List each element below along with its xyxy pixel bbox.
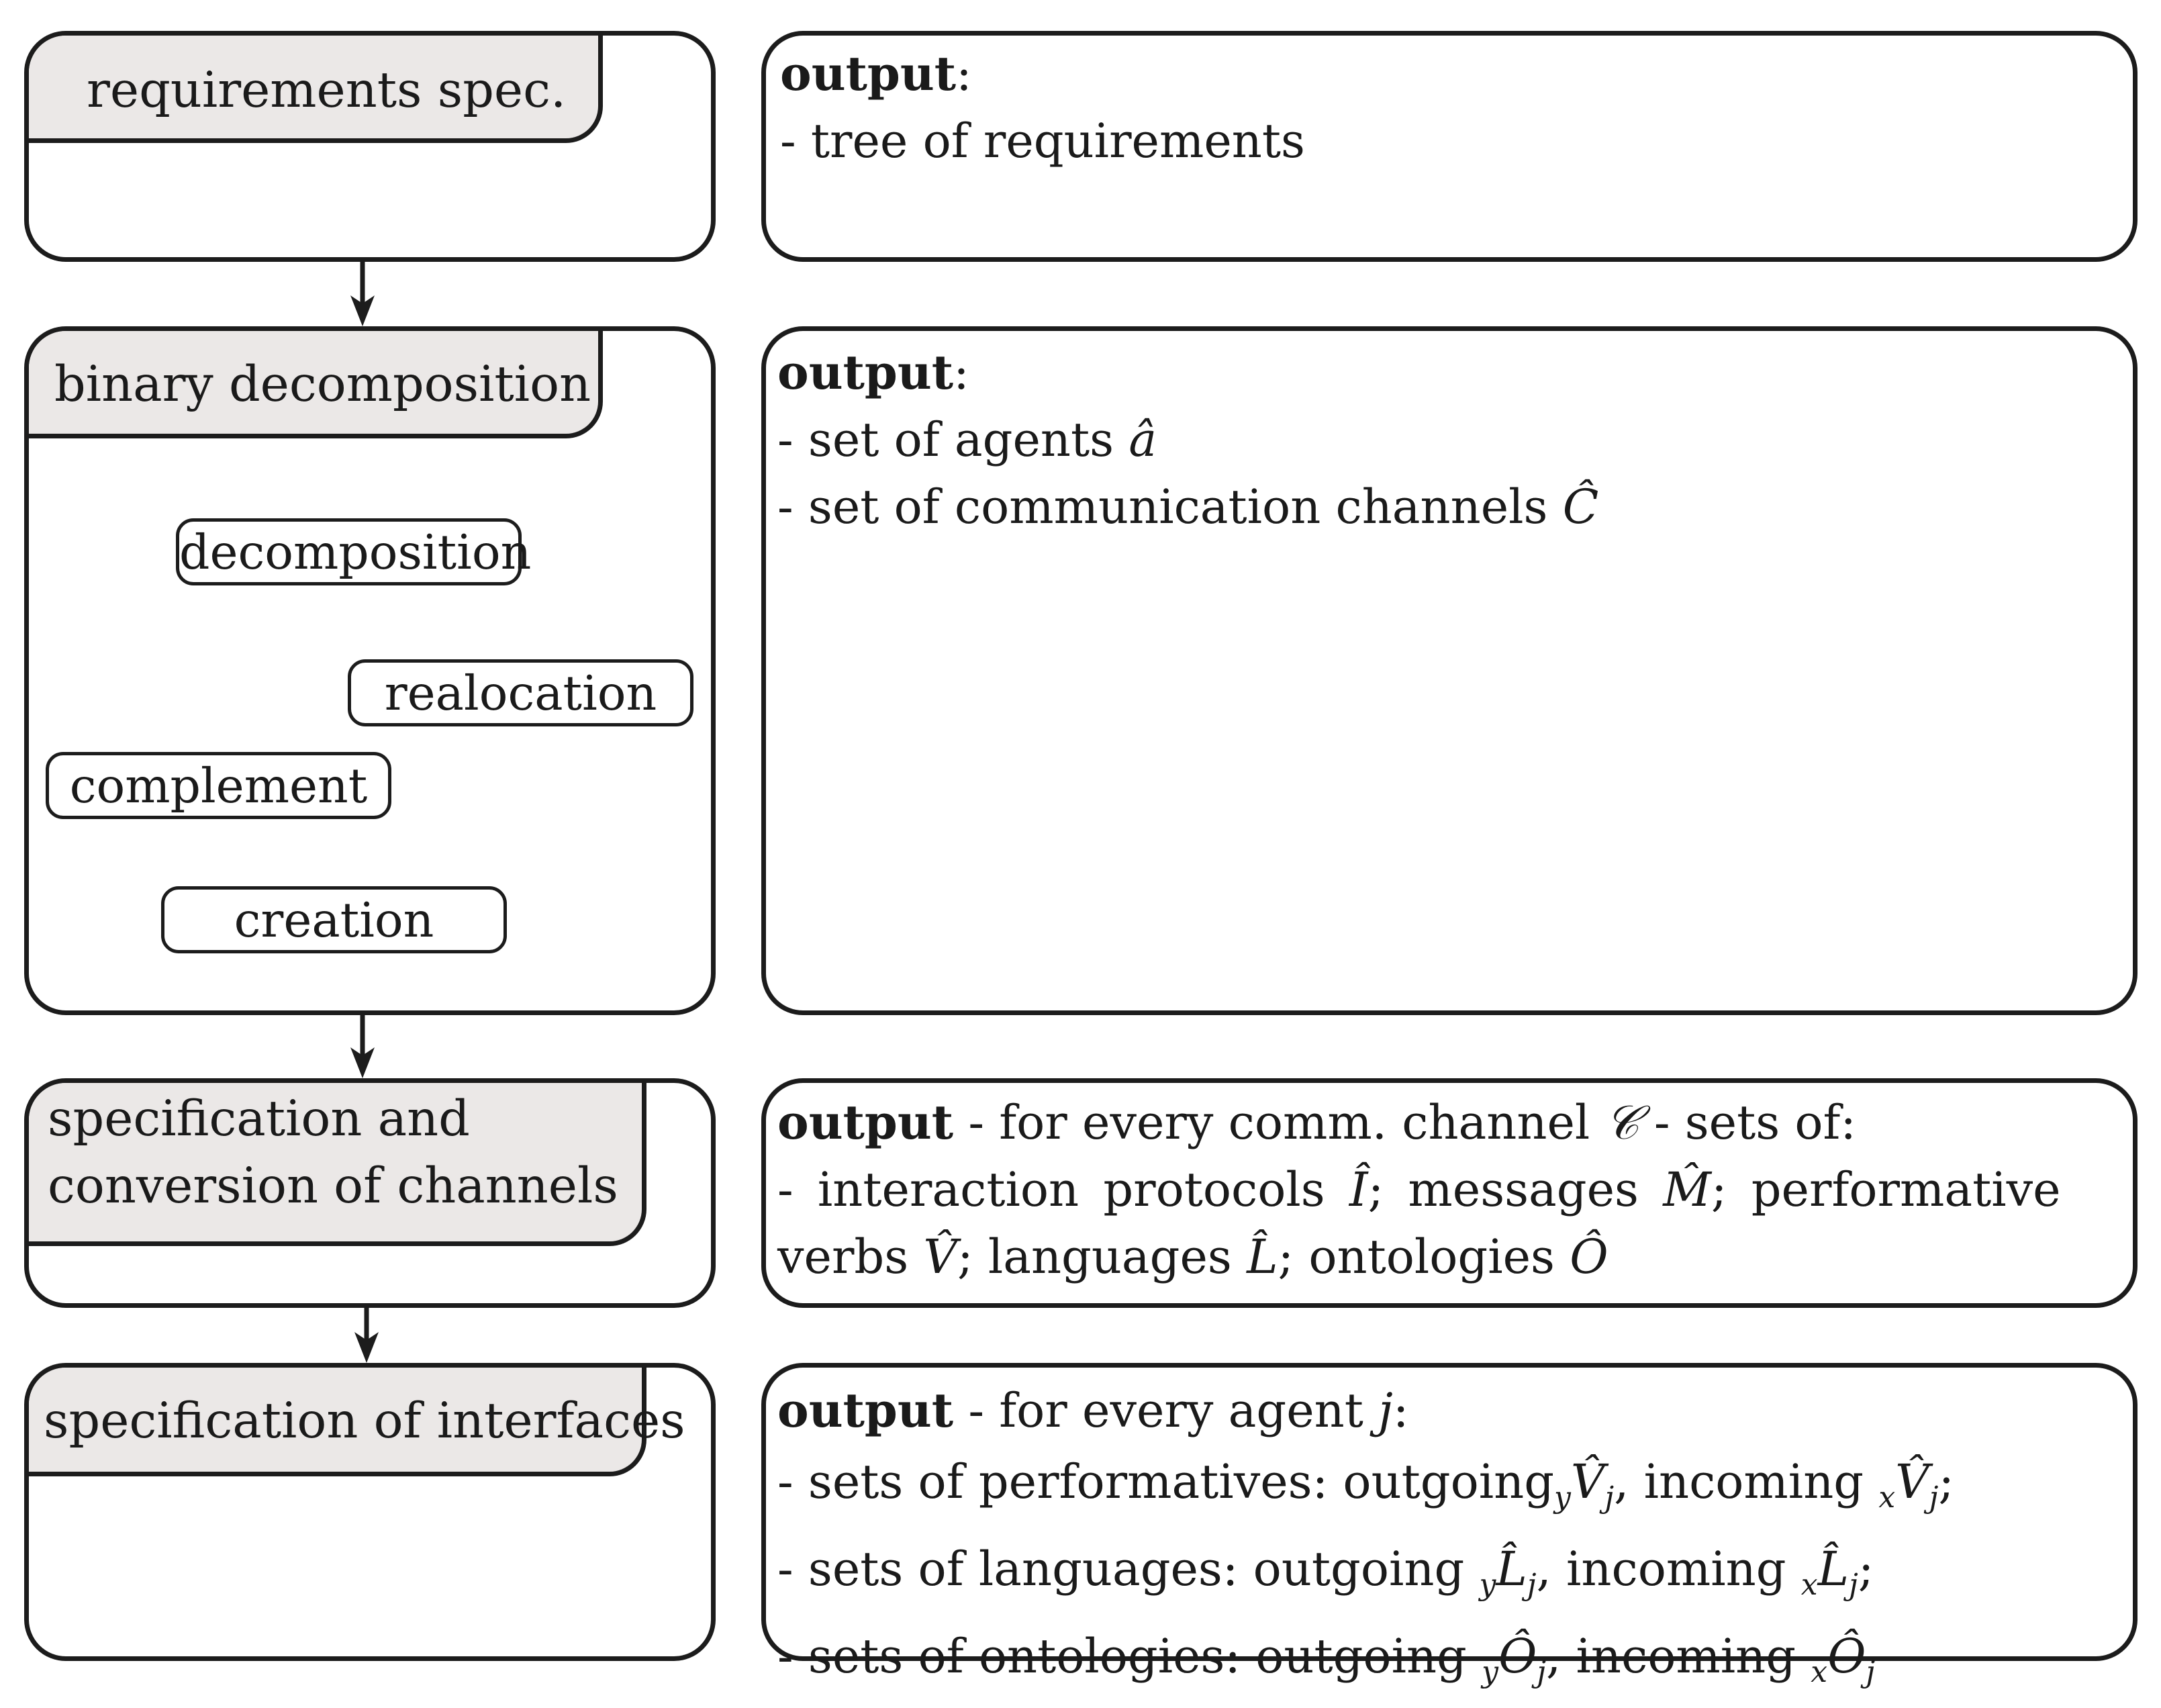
flow-arrow-3 [354, 1308, 379, 1363]
step-title-binary-decomposition: binary decomposition [29, 331, 603, 438]
step-title-channels: specification and conversion of channels [29, 1083, 646, 1246]
output-line: - interaction protocols Î; messages M̂; … [777, 1162, 2061, 1217]
output-line: - tree of requirements [780, 113, 1305, 169]
output-heading: output [780, 46, 957, 101]
flow-arrow-2 [350, 1015, 375, 1078]
output-heading: output [777, 344, 954, 400]
flow-arrow-1 [350, 262, 375, 326]
output-line: - sets of languages: outgoing yL̂j, inco… [777, 1541, 1874, 1602]
output-line: output - for every comm. channel 𝒞 - set… [777, 1094, 1857, 1150]
output-text-channels: output - for every comm. channel 𝒞 - set… [777, 1089, 2061, 1290]
agents-symbol: â [1128, 412, 1157, 467]
output-box-requirements [761, 31, 2138, 262]
output-box-interfaces [761, 1363, 2138, 1661]
output-text-binary-decomposition: output: - set of agents â - set of commu… [777, 339, 1598, 540]
channels-symbol: Ĉ [1562, 479, 1599, 534]
cycle-node-complement: complement [46, 752, 391, 819]
output-line: - set of agents â [777, 412, 1157, 467]
output-line: - sets of ontologies: outgoing yÔj, inco… [777, 1629, 1876, 1689]
output-text-requirements: output: - tree of requirements [780, 40, 1305, 175]
cycle-node-decomposition: decomposition [176, 518, 531, 585]
output-text-interfaces: output - for every agent j: - sets of pe… [777, 1375, 1954, 1708]
output-line: output - for every agent j: [777, 1382, 1409, 1438]
cycle-node-realocation: realocation [348, 659, 693, 726]
step-title-interfaces: specification of interfaces [29, 1368, 685, 1476]
output-line: - set of communication channels Ĉ [777, 479, 1599, 534]
output-box-binary-decomposition [761, 326, 2138, 1015]
step-title-requirements: requirements spec. [29, 36, 603, 143]
output-line: - sets of performatives: outgoingyV̂j, i… [777, 1454, 1954, 1515]
cycle-node-creation: creation [161, 886, 507, 953]
output-line: verbs V̂; languages L̂; ontologies Ô [777, 1229, 1608, 1284]
output-box-channels [761, 1078, 2138, 1308]
